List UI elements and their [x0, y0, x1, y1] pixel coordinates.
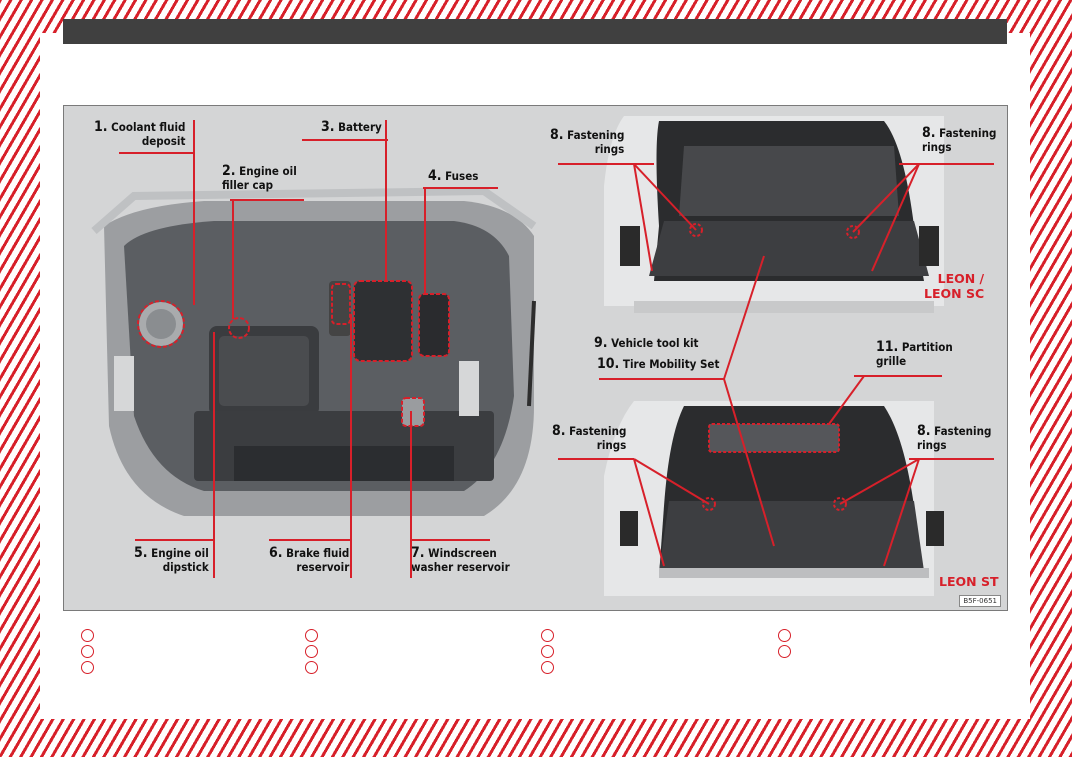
leader-dipstick-v [213, 332, 215, 578]
label-partition: 11. Partition grille [876, 339, 953, 368]
figure-illustration [91, 116, 994, 596]
label-fastening-top-right: 8. Fastening rings [922, 125, 997, 154]
engine-bay-image [91, 186, 537, 516]
label-fuses: 4. Fuses [428, 168, 479, 184]
boot-st-image [604, 401, 944, 596]
leader-dipstick-h [135, 539, 215, 541]
marker-circle-icon [81, 645, 94, 658]
manual-page: 1. Coolant fluid deposit 2. Engine oil f… [40, 19, 1030, 719]
header-bar [63, 19, 1007, 44]
leader-fuses-v [424, 187, 426, 295]
label-dipstick: 5. Engine oil dipstick [134, 545, 209, 574]
marker-circle-icon [305, 629, 318, 642]
leader-brake-h [269, 539, 351, 541]
label-fastening-bottom-right: 8. Fastening rings [917, 423, 992, 452]
marker-circle-icon [305, 661, 318, 674]
model-label-leon: LEON / LEON SC [924, 271, 985, 301]
leader-battery-h [302, 139, 388, 141]
marker-circle-icon [778, 629, 791, 642]
label-tool-kit: 9. Vehicle tool kit [594, 335, 699, 351]
label-brake: 6. Brake fluid reservoir [269, 545, 350, 574]
leader-washer-h [410, 539, 490, 541]
label-oil-cap: 2. Engine oil filler cap [222, 163, 297, 192]
label-battery: 3. Battery [321, 119, 382, 135]
leader-oil-cap-v [232, 199, 234, 319]
label-coolant: 1. Coolant fluid deposit [94, 119, 186, 148]
label-fastening-top-left: 8. Fastening rings [550, 127, 625, 156]
marker-circle-icon [541, 629, 554, 642]
marker-circle-icon [81, 661, 94, 674]
leader-battery-v [385, 120, 387, 282]
marker-circle-icon [305, 645, 318, 658]
leader-oil-cap-h [230, 199, 304, 201]
label-washer: 7. Windscreen washer reservoir [411, 545, 510, 574]
leader-coolant-v [193, 120, 195, 305]
boot-leon-image [604, 116, 944, 313]
label-tire-mobility: 10. Tire Mobility Set [597, 356, 720, 372]
marker-circle-icon [541, 661, 554, 674]
marker-circle-icon [778, 645, 791, 658]
leader-brake-v [350, 314, 352, 578]
leader-washer-v [410, 411, 412, 578]
label-fastening-bottom-left: 8. Fastening rings [552, 423, 627, 452]
vehicle-overview-figure: 1. Coolant fluid deposit 2. Engine oil f… [63, 105, 1008, 611]
marker-circle-icon [541, 645, 554, 658]
leader-coolant-h [119, 152, 195, 154]
leader-fuses-h [423, 187, 498, 189]
marker-circle-icon [81, 629, 94, 642]
figure-code: B5F-0651 [959, 595, 1001, 607]
model-label-leon-st: LEON ST [939, 574, 999, 589]
engine-highlights [137, 280, 450, 427]
boot-highlights [689, 223, 860, 511]
boot-leader-lines [558, 163, 994, 567]
